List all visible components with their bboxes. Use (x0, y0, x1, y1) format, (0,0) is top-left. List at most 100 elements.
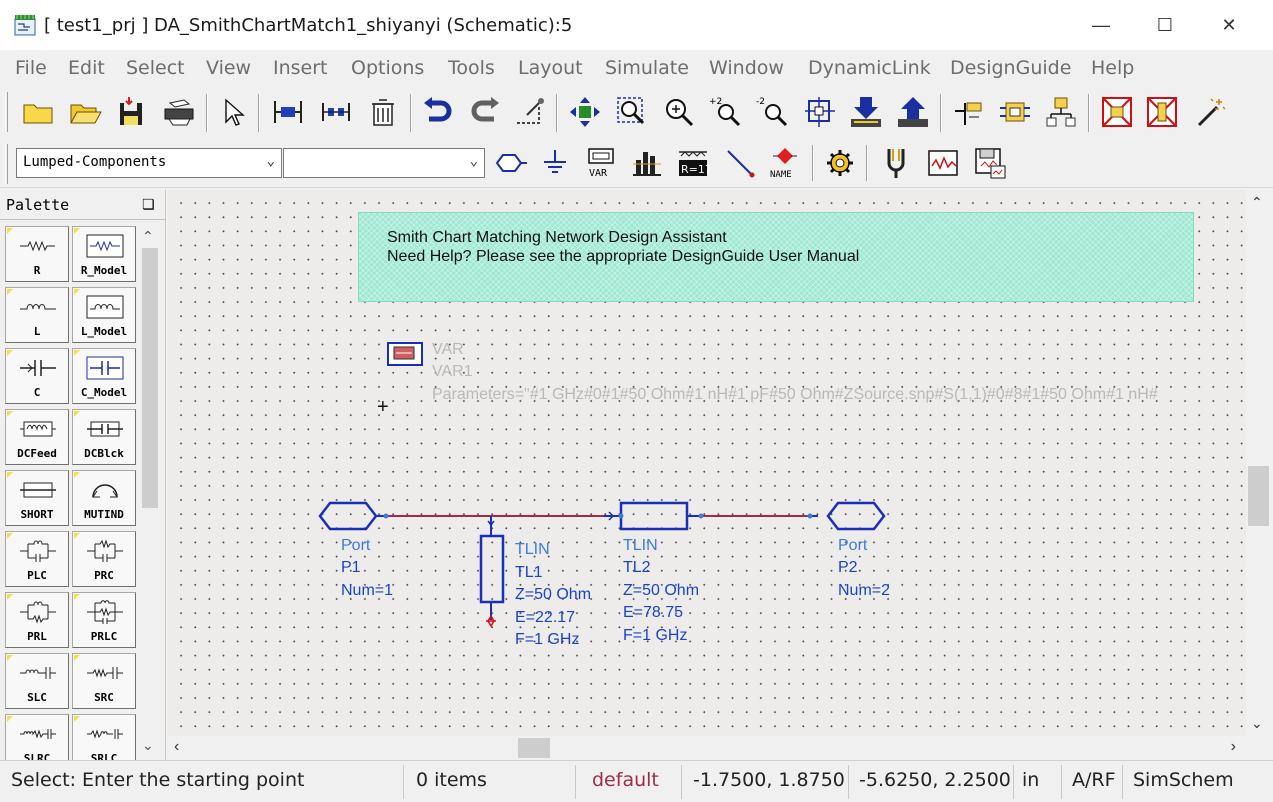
hierarchy-button[interactable] (1043, 94, 1079, 130)
var-name-label: VAR1 (432, 363, 473, 380)
canvas-horizontal-scrollbar[interactable]: ‹ › (168, 736, 1246, 760)
menu-insert[interactable]: Insert (273, 57, 328, 79)
short-button[interactable] (1144, 94, 1180, 130)
palette-item-r[interactable]: R (5, 226, 69, 282)
scroll-up-icon[interactable]: ⌃ (1251, 194, 1263, 210)
palette-item-c-model[interactable]: C_Model (72, 348, 136, 404)
palette-item-prl[interactable]: PRL (5, 592, 69, 648)
chevron-down-icon: ⌄ (266, 153, 275, 169)
palette-item-slc[interactable]: SLC (5, 653, 69, 709)
menu-options[interactable]: Options (351, 57, 425, 79)
redo-button[interactable] (467, 94, 503, 130)
menu-layout[interactable]: Layout (518, 57, 583, 79)
view-all-button[interactable] (802, 94, 838, 130)
menu-view[interactable]: View (206, 57, 252, 79)
menu-window[interactable]: Window (709, 57, 784, 79)
move-button[interactable] (512, 94, 548, 130)
palette-item-prc[interactable]: PRC (72, 531, 136, 587)
scroll-up-icon[interactable]: ⌃ (142, 228, 154, 244)
tl1-body[interactable] (479, 534, 505, 604)
palette-item-plc[interactable]: PLC (5, 531, 69, 587)
palette-item-dcfeed[interactable]: DCFeed (5, 409, 69, 465)
port-p2[interactable] (826, 501, 886, 531)
var-button[interactable]: VAR (583, 145, 619, 181)
pop-out-button[interactable] (895, 94, 931, 130)
library-combo[interactable]: Lumped-Components ⌄ (16, 148, 282, 178)
push-into-button[interactable] (848, 94, 884, 130)
palette-item-mutind[interactable]: MUTIND (72, 470, 136, 526)
activate-button[interactable] (1192, 94, 1228, 130)
var-block-icon[interactable] (386, 341, 426, 369)
deactivate-button[interactable] (1099, 94, 1135, 130)
menu-tools[interactable]: Tools (448, 57, 495, 79)
sweep-button[interactable] (629, 145, 665, 181)
palette-scrollbar[interactable]: ⌃ ⌄ (138, 226, 162, 760)
palette-item-l[interactable]: L (5, 287, 69, 343)
port-button[interactable] (492, 145, 528, 181)
toolbar-grip[interactable] (5, 144, 8, 184)
menu-select[interactable]: Select (126, 57, 185, 79)
scroll-right-icon[interactable]: › (1230, 738, 1236, 755)
print-button[interactable] (161, 94, 197, 130)
palette-scroll-thumb[interactable] (142, 248, 158, 508)
palette-item-dcblock[interactable]: DCBlck (72, 409, 136, 465)
pan-button[interactable] (567, 94, 603, 130)
palette-item-short[interactable]: SHORT (5, 470, 69, 526)
component-combo[interactable]: ⌄ (283, 148, 485, 178)
tl2-body[interactable] (619, 501, 689, 531)
save-display-button[interactable] (972, 145, 1008, 181)
zoom-area-button[interactable] (614, 94, 650, 130)
palette-item-src[interactable]: SRC (72, 653, 136, 709)
scroll-down-icon[interactable]: ⌄ (142, 737, 154, 753)
port-p1[interactable] (318, 501, 378, 531)
dock-icon[interactable]: ❏ (142, 196, 155, 212)
scroll-left-icon[interactable]: ‹ (174, 738, 180, 755)
undo-button[interactable] (420, 94, 456, 130)
menu-dynamiclink[interactable]: DynamicLink (808, 57, 931, 79)
zoom-in-button[interactable]: +2 (708, 94, 744, 130)
new-folder-button[interactable] (20, 94, 56, 130)
menu-edit[interactable]: Edit (68, 57, 105, 79)
save-button[interactable] (114, 94, 150, 130)
delete-button[interactable] (365, 94, 401, 130)
ground-button[interactable] (537, 145, 573, 181)
tuning-button[interactable] (878, 145, 914, 181)
insert-wire-button[interactable] (318, 94, 354, 130)
palette-item-label: PRLC (90, 630, 118, 643)
designguide-info-box[interactable]: Smith Chart Matching Network Design Assi… (358, 212, 1194, 302)
name-button[interactable]: NAME (767, 145, 803, 181)
simulate-button[interactable] (822, 145, 858, 181)
palette-item-r-model[interactable]: R_Model (72, 226, 136, 282)
horizontal-scroll-thumb[interactable] (518, 738, 550, 758)
toolbar-grip[interactable] (5, 92, 8, 132)
vertical-scroll-thumb[interactable] (1248, 466, 1269, 526)
parallel-rc-icon (87, 539, 123, 562)
minimize-button[interactable]: — (1078, 0, 1124, 50)
place-pin-button[interactable] (950, 94, 986, 130)
palette-item-slrc[interactable]: SLRC (5, 714, 69, 760)
close-button[interactable]: ✕ (1206, 0, 1252, 50)
status-layer[interactable]: default (592, 769, 659, 791)
menu-simulate[interactable]: Simulate (605, 57, 689, 79)
menu-help[interactable]: Help (1091, 57, 1135, 79)
schematic-canvas[interactable]: Smith Chart Matching Network Design Assi… (168, 190, 1246, 736)
maximize-button[interactable]: ☐ (1142, 0, 1188, 50)
menu-designguide[interactable]: DesignGuide (950, 57, 1072, 79)
menu-file[interactable]: File (15, 57, 47, 79)
equation-button[interactable]: R=17 (675, 145, 711, 181)
deactivate-icon (1102, 97, 1132, 127)
symbol-button[interactable] (997, 94, 1033, 130)
scroll-down-icon[interactable]: ⌄ (1251, 715, 1263, 731)
zoom-out-button[interactable]: -2 (755, 94, 791, 130)
wire-button[interactable] (722, 145, 758, 181)
canvas-vertical-scrollbar[interactable]: ⌃ ⌄ (1246, 190, 1271, 736)
select-pointer-button[interactable] (215, 94, 251, 130)
palette-item-c[interactable]: C (5, 348, 69, 404)
zoom-fit-button[interactable] (661, 94, 697, 130)
insert-component-button[interactable] (270, 94, 306, 130)
palette-item-l-model[interactable]: L_Model (72, 287, 136, 343)
palette-item-prlc[interactable]: PRLC (72, 592, 136, 648)
data-display-button[interactable] (925, 145, 961, 181)
open-button[interactable] (67, 94, 103, 130)
palette-item-srlc[interactable]: SRLC (72, 714, 136, 760)
